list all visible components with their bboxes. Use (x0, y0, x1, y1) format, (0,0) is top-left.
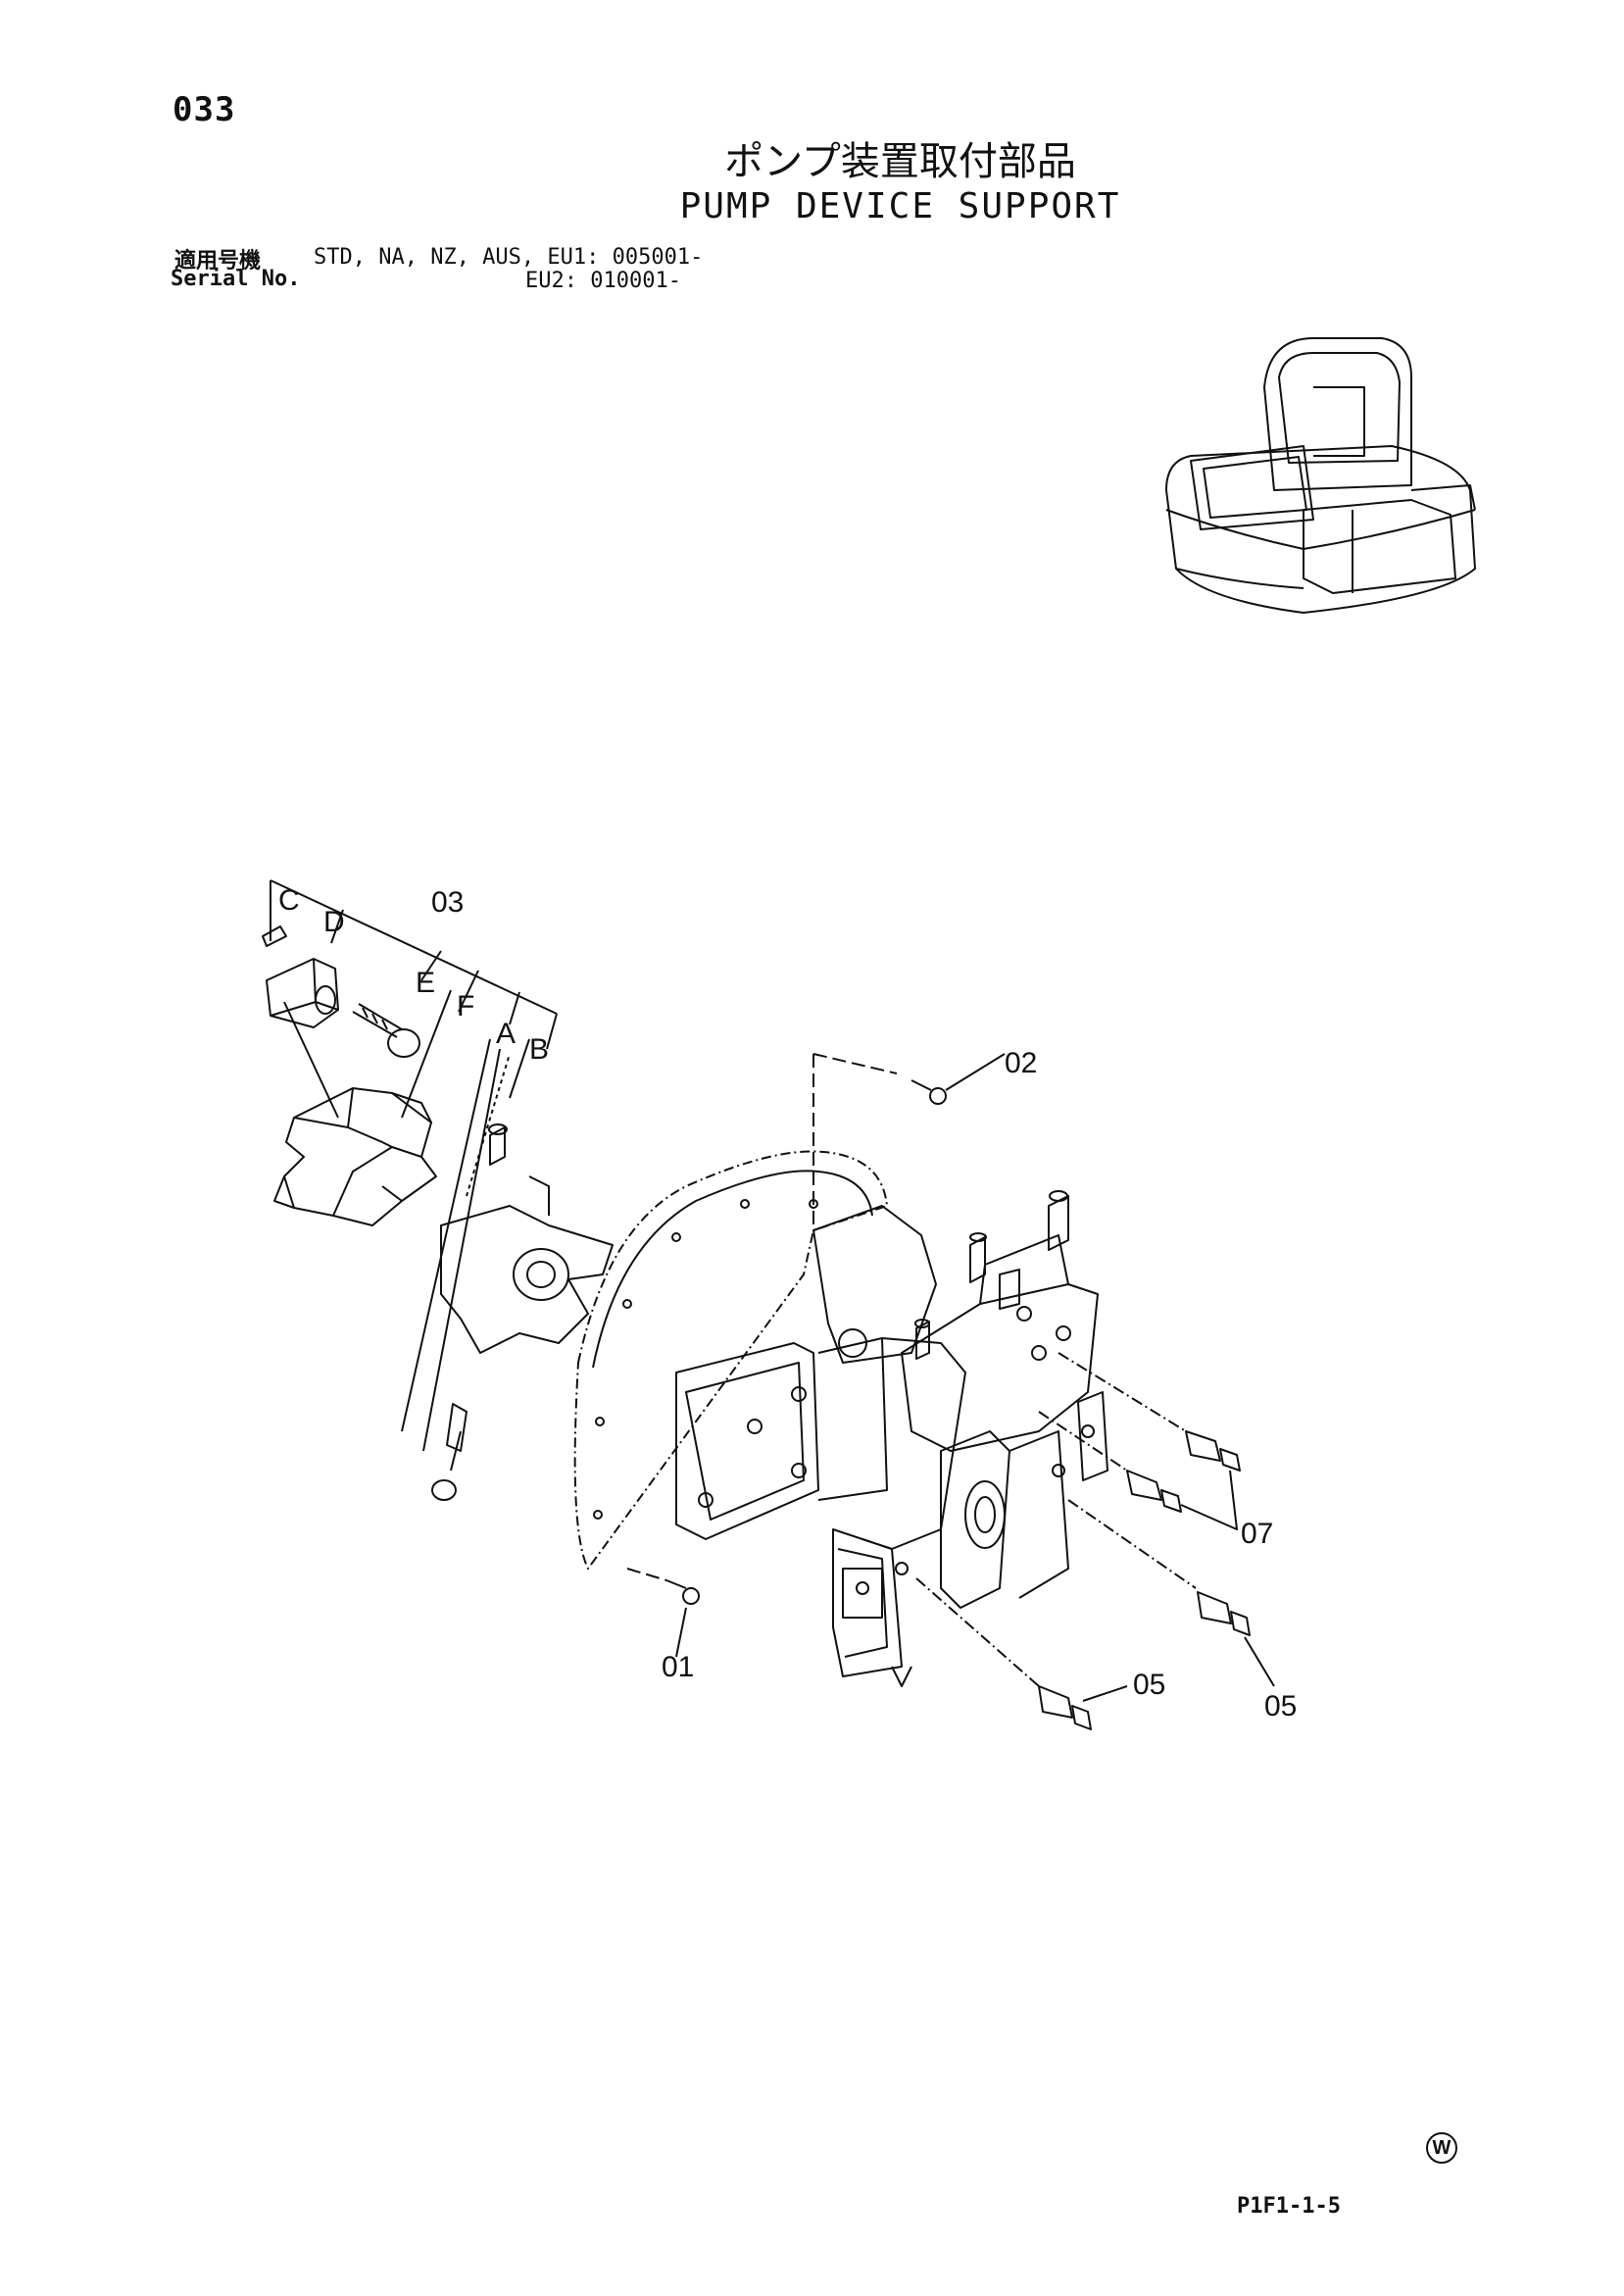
callout-02: 02 (1005, 1047, 1037, 1079)
page-code: P1F1-1-5 (1237, 2194, 1341, 2219)
callout-07: 07 (1241, 1518, 1273, 1550)
rubber-element (273, 1087, 437, 1226)
callout-01: 01 (662, 1651, 694, 1683)
leader-lines-coupling (283, 989, 530, 1452)
callout-a: A (496, 1018, 516, 1050)
coupling-flange (431, 1123, 614, 1501)
callout-b: B (529, 1033, 549, 1066)
serial-range-line2: EU2: 010001- (525, 269, 681, 293)
callout-f: F (457, 990, 474, 1023)
bolt-01 (626, 1568, 700, 1658)
title-japanese: ポンプ装置取付部品 (724, 139, 1076, 184)
serial-label-japanese: 適用号機 (174, 249, 262, 274)
coupling-hub (266, 958, 339, 1028)
callout-e: E (416, 967, 435, 999)
callout-c: C (278, 884, 300, 917)
serial-label-english: Serial No. (171, 267, 301, 291)
manufacturer-mark-icon: W (1426, 2132, 1457, 2164)
coupling-group-bracket (262, 879, 558, 1050)
hydraulic-pump (675, 1205, 1069, 1687)
sensor-05-left (915, 1577, 1128, 1730)
sensor-07-lower (1038, 1411, 1238, 1530)
bolt-02 (812, 1053, 1006, 1225)
coupling-bolt (352, 1003, 420, 1058)
sensor-07-upper (1058, 1352, 1241, 1472)
callout-group-03: 03 (431, 886, 464, 919)
sensor-05-right (1067, 1499, 1275, 1687)
page-number: 033 (172, 90, 236, 129)
callout-d: D (323, 906, 345, 938)
excavator-thumbnail-icon (1165, 337, 1476, 614)
pump-bellhousing (573, 1150, 888, 1570)
callout-05-right: 05 (1264, 1690, 1297, 1722)
valve-block (901, 1190, 1108, 1481)
title-english: PUMP DEVICE SUPPORT (679, 186, 1121, 226)
serial-range-line1: STD, NA, NZ, AUS, EU1: 005001- (314, 245, 704, 270)
callout-05-left: 05 (1133, 1669, 1165, 1701)
